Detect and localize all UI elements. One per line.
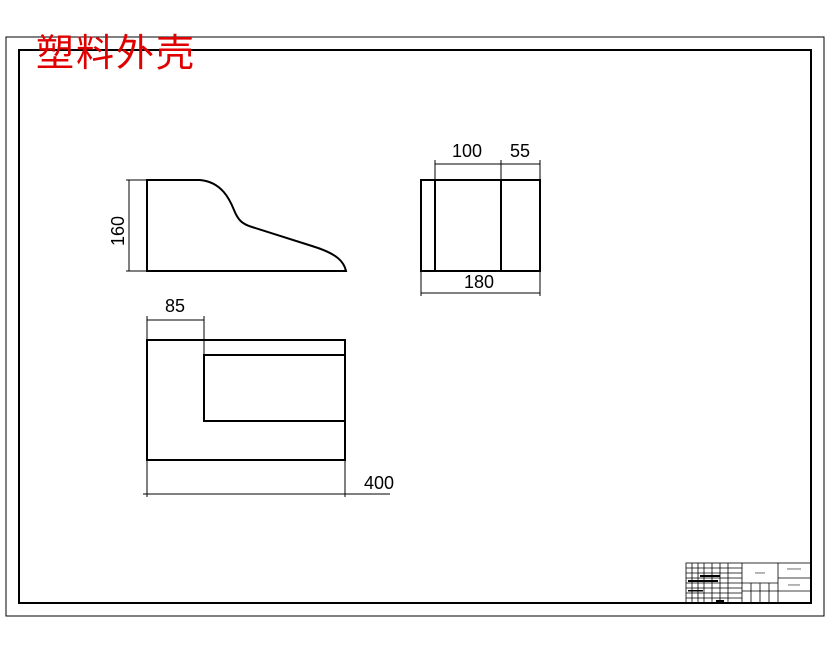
dim-label-55: 55 [510,141,530,161]
plan-view-dimensions [143,316,390,497]
end-view-outline [420,179,541,272]
dim-label-85: 85 [165,296,185,316]
outer-border [5,36,825,617]
side-view [146,179,348,272]
title-block-cell-b: XXXXXXX [787,567,801,571]
dim-label-400: 400 [364,473,394,493]
title-block-cell-c: XXXXXX [788,583,800,587]
end-view-dimensions [420,160,541,296]
dim-label-180: 180 [464,272,494,292]
title-block-cell-a: XXXXX [755,571,765,575]
side-view-outline [146,179,348,272]
plan-view-recess [203,354,345,422]
end-view [420,179,541,272]
dim-label-160: 160 [108,216,128,246]
title-block [685,562,812,604]
side-height-dimension [126,179,147,272]
plan-view-outline [146,339,346,461]
dim-label-100: 100 [452,141,482,161]
title-block-fills [688,575,724,602]
drawing-frame [18,49,812,604]
drawing-title: 塑料外壳 [36,31,197,75]
plan-view [146,339,346,461]
